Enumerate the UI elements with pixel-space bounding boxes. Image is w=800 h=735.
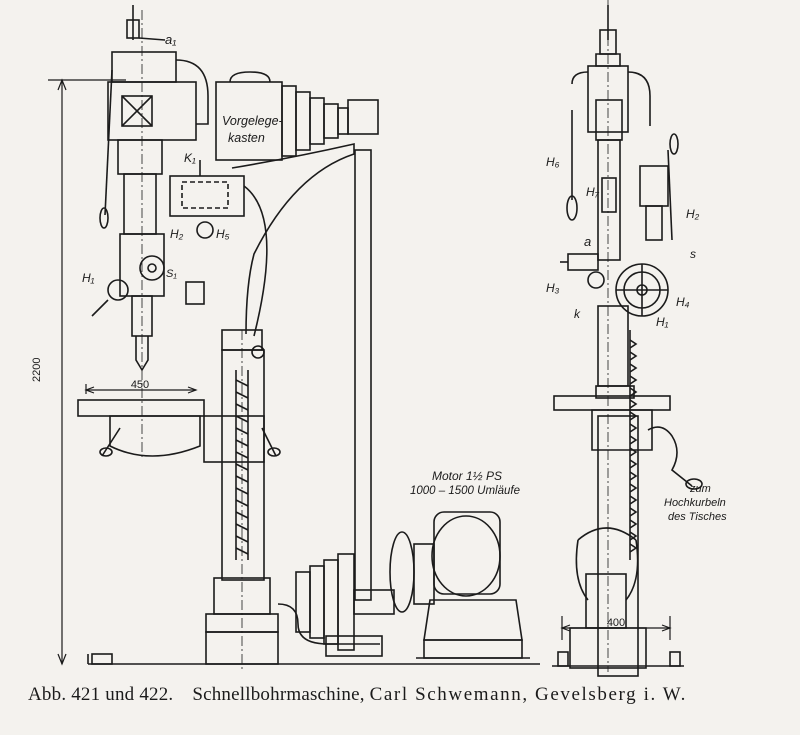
height-dimension xyxy=(48,78,126,666)
label-a1: a₁ xyxy=(165,32,176,47)
label-h5: H₅ xyxy=(216,227,230,241)
figure-caption: Abb. 421 und 422. Schnellbohrmaschine, C… xyxy=(28,684,788,706)
figure-reference: Abb. 421 und 422. xyxy=(28,684,174,705)
table-width-dimension-value: 450 xyxy=(131,379,149,391)
motor-label-power: Motor 1½ PS xyxy=(432,469,502,483)
crank-label-line3: des Tisches xyxy=(668,511,727,523)
label-k1: K₁ xyxy=(184,151,196,165)
label-h3: H₃ xyxy=(546,281,560,295)
technical-drawing: a₁ Vorgelege- kasten K₁ H₂ H₅ H₁ S₁ H₆ H… xyxy=(31,0,727,677)
crank-label-line1: zum xyxy=(689,483,711,495)
label-s1: S₁ xyxy=(166,268,177,280)
front-view-drawing xyxy=(552,5,703,677)
label-h1-front: H₁ xyxy=(656,315,669,329)
height-dimension-value: 2200 xyxy=(31,358,43,382)
label-s: s xyxy=(690,247,696,261)
base-width-dimension-value: 400 xyxy=(607,617,625,629)
label-a: a xyxy=(584,234,591,249)
label-h2-side: H₂ xyxy=(170,227,184,241)
label-h6: H₆ xyxy=(546,155,560,169)
side-view-drawing xyxy=(77,5,540,665)
figure-title: Schnellbohrmaschine, xyxy=(192,684,365,705)
table-width-dimension xyxy=(84,384,198,394)
label-vorgelege-line2: kasten xyxy=(228,131,265,145)
crank-label-line2: Hochkurbeln xyxy=(664,497,726,509)
label-h7: H₇ xyxy=(586,185,600,199)
label-h1-side: H₁ xyxy=(82,271,95,285)
motor-label-speed: 1000 – 1500 Umläufe xyxy=(410,485,520,497)
base-width-dimension xyxy=(560,616,672,640)
figure-maker: Carl Schwemann, Gevelsberg i. W. xyxy=(369,684,687,705)
label-h2-front: H₂ xyxy=(686,207,700,221)
label-vorgelege-line1: Vorgelege- xyxy=(222,114,283,128)
label-k: k xyxy=(574,307,581,321)
label-h4: H₄ xyxy=(676,295,690,309)
